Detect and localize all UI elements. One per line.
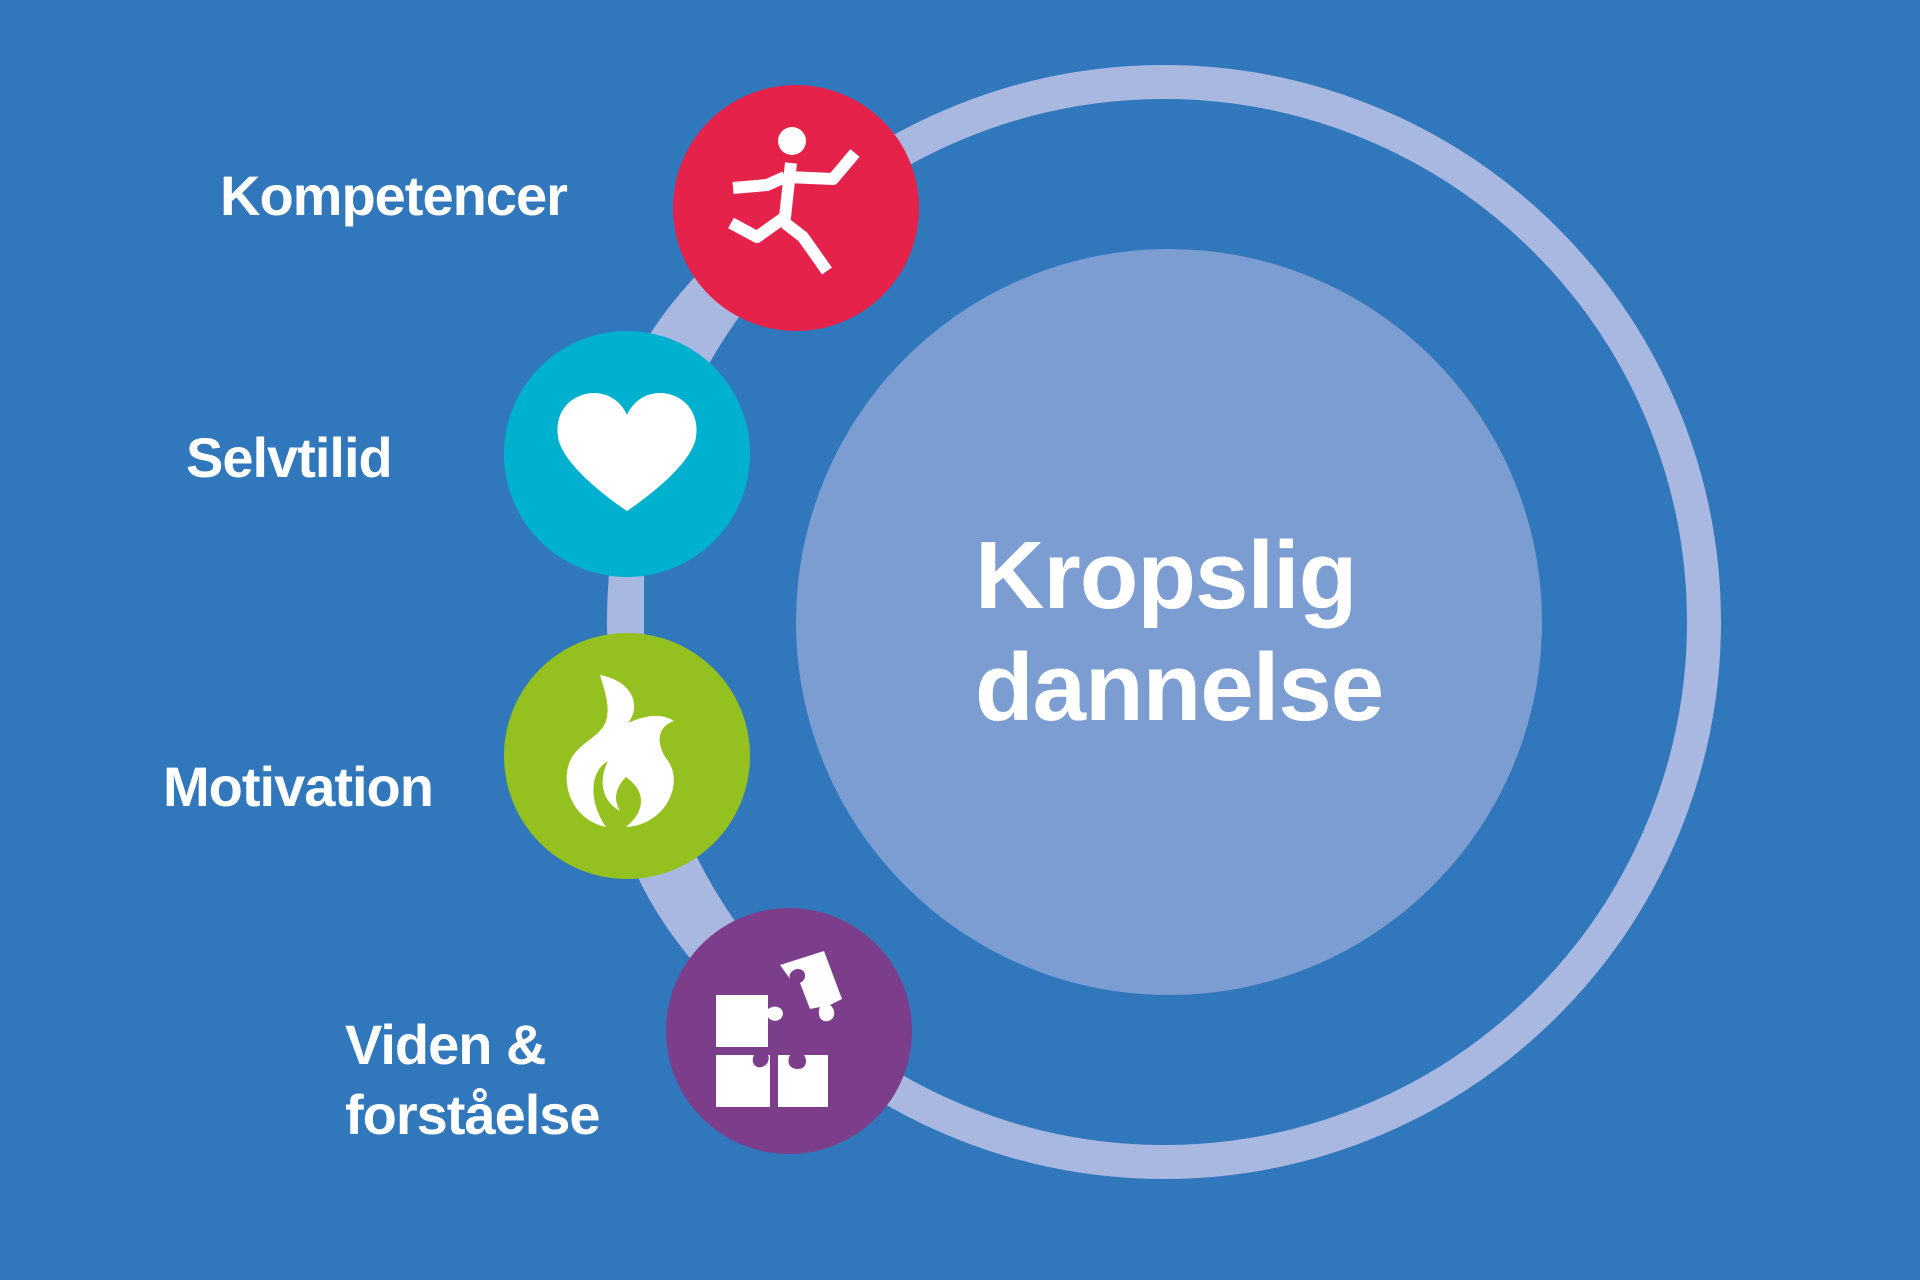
center-title-line2: dannelse — [975, 634, 1384, 741]
label-viden-forstaaelse: Viden & forståelse — [345, 1010, 601, 1150]
heart-icon — [557, 393, 697, 511]
inner-circle — [796, 249, 1542, 995]
node-motivation — [504, 633, 750, 879]
label-selvtilid: Selvtilid — [186, 426, 393, 489]
label-motivation: Motivation — [163, 755, 434, 818]
center-title: Kropslig dannelse — [975, 520, 1384, 744]
node-kompetencer — [673, 85, 919, 331]
node-viden — [666, 908, 912, 1154]
center-title-line1: Kropslig — [975, 522, 1357, 629]
label-viden-line1: Viden & — [345, 1013, 546, 1076]
node-selvtilid — [504, 331, 750, 577]
puzzle-icon — [716, 951, 842, 1107]
flame-icon — [566, 675, 674, 827]
label-viden-line2: forståelse — [345, 1083, 601, 1146]
label-kompetencer: Kompetencer — [220, 164, 568, 227]
running-person-icon — [728, 127, 860, 275]
